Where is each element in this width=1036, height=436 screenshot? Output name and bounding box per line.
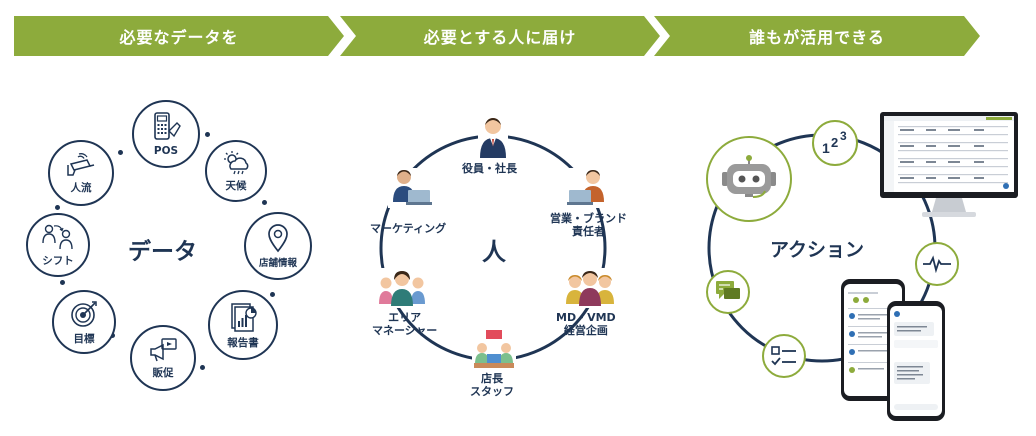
ring-dot	[270, 292, 275, 297]
target-icon	[71, 300, 97, 327]
numbers-icon: 1 2 3	[822, 129, 847, 156]
node-label: 報告書	[227, 336, 259, 349]
pos-node: POS	[132, 100, 200, 168]
ai-robot-node	[706, 136, 792, 222]
ring-dot	[118, 150, 123, 155]
banner-label: 必要とする人に届け	[423, 28, 577, 47]
ring-dot	[200, 365, 205, 370]
robot-icon	[722, 155, 776, 198]
role-area-manager: エリアマネージャー	[372, 311, 438, 337]
svg-text:2: 2	[831, 135, 838, 150]
store-staff-avatar-icon	[472, 330, 516, 370]
chat-icon	[716, 281, 740, 299]
chat-node	[706, 270, 750, 314]
target-node: 目標	[52, 290, 116, 354]
node-label: 人流	[70, 181, 92, 194]
role-store-staff: 店長スタッフ	[470, 372, 514, 398]
foot-traffic-node: 人流	[48, 140, 114, 206]
ring-dot	[60, 280, 65, 285]
node-label: 目標	[73, 332, 95, 345]
ring-dot	[262, 200, 267, 205]
banner-data: 必要なデータを	[14, 16, 344, 56]
pulse-node	[915, 242, 959, 286]
banner-people: 必要とする人に届け	[340, 16, 660, 56]
sales-manager-avatar-icon	[567, 168, 611, 208]
banner-label: 誰もが活用できる	[749, 28, 885, 47]
banner-label: 必要なデータを	[119, 28, 239, 47]
svg-text:1: 1	[822, 140, 830, 156]
report-document-icon	[231, 302, 257, 332]
role-marketing: マーケティング	[370, 222, 447, 235]
weather-node: 天候	[205, 140, 267, 202]
security-camera-icon	[67, 152, 95, 176]
node-label: 販促	[152, 366, 174, 379]
ring-dot	[55, 205, 60, 210]
shift-people-icon	[42, 224, 73, 249]
data-center-label: データ	[128, 239, 197, 265]
executive-avatar-icon	[478, 116, 508, 160]
dashboard-monitor-icon	[880, 112, 1018, 217]
people-center-label: 人	[482, 238, 506, 266]
marketing-avatar-icon	[388, 168, 432, 208]
numbers-node: 1 2 3	[812, 120, 858, 166]
checklist-node	[762, 334, 806, 378]
smartphone-chat-icon	[887, 301, 945, 421]
svg-text:3: 3	[840, 129, 847, 143]
node-label: 店舗情報	[258, 258, 297, 269]
store-info-node: 店舗情報	[244, 212, 312, 280]
planning-team-avatar-icon	[563, 268, 617, 308]
area-manager-avatar-icon	[376, 268, 428, 308]
banner-action: 誰もが活用できる	[654, 16, 980, 56]
map-pin-icon	[268, 224, 288, 253]
pulse-icon	[923, 255, 951, 273]
role-executive: 役員・社長	[462, 162, 517, 175]
ring-dot	[205, 132, 210, 137]
report-node: 報告書	[208, 290, 278, 360]
node-label: シフト	[42, 254, 74, 267]
node-label: 天候	[225, 179, 247, 192]
role-sales: 営業・ブランド責任者	[550, 212, 627, 238]
action-center-label: アクション	[770, 239, 865, 261]
checklist-icon	[771, 346, 796, 366]
weather-icon	[224, 150, 249, 174]
shift-node: シフト	[26, 213, 90, 277]
node-label: POS	[153, 145, 179, 157]
pos-terminal-icon	[154, 112, 181, 140]
promotion-node: 販促	[130, 325, 196, 391]
megaphone-icon	[150, 337, 177, 361]
